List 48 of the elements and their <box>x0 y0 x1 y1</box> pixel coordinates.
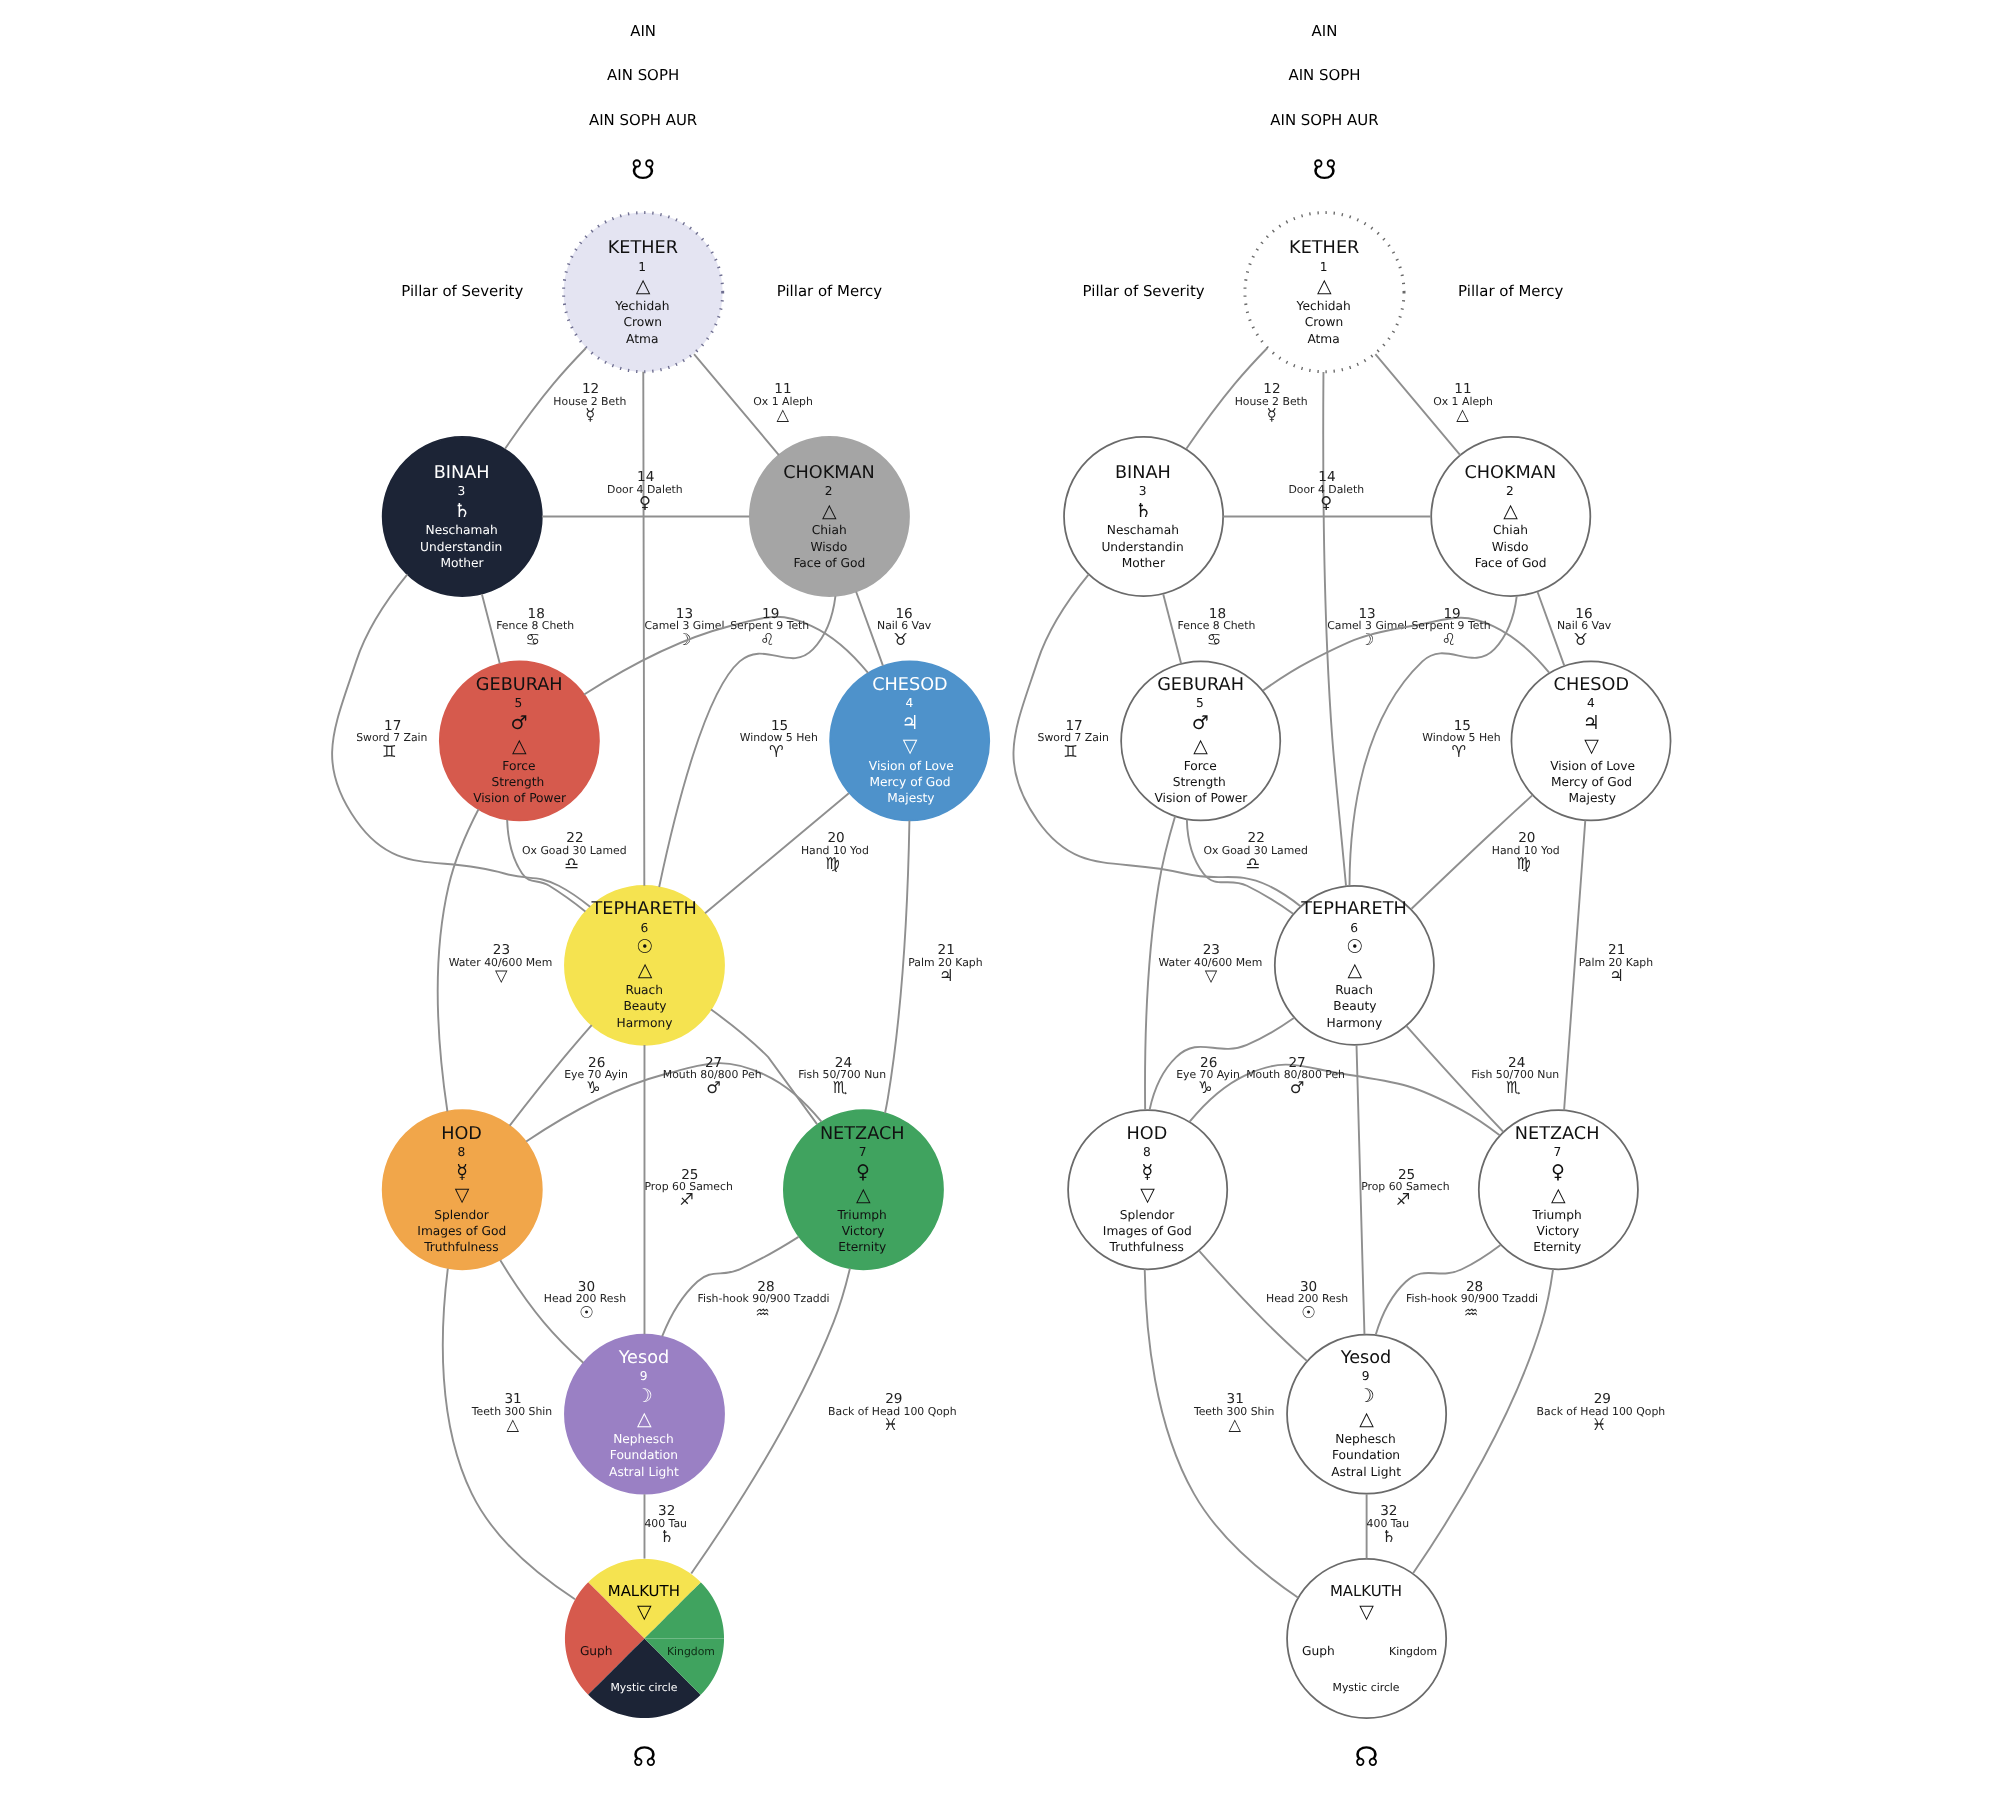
connector <box>1347 595 1517 887</box>
connector <box>1197 1250 1308 1363</box>
connector <box>505 818 586 913</box>
connector <box>1184 818 1294 915</box>
connector <box>1147 1016 1295 1111</box>
connector <box>1411 1268 1553 1575</box>
connector <box>435 808 479 1113</box>
connector <box>503 347 586 450</box>
connector <box>703 792 849 915</box>
connector <box>1562 819 1586 1112</box>
connector <box>1184 347 1268 450</box>
connector <box>689 1267 850 1575</box>
label: ☋ <box>1311 154 1336 187</box>
label: ☊ <box>631 1741 656 1774</box>
connector <box>883 819 910 1115</box>
connector <box>539 515 750 518</box>
connector <box>660 1235 799 1338</box>
connector <box>854 590 883 667</box>
connector <box>709 1008 818 1126</box>
connector <box>1221 515 1431 518</box>
connector <box>440 1267 575 1601</box>
connector <box>1404 1024 1504 1133</box>
connector <box>1142 1268 1299 1599</box>
connector <box>1161 593 1182 665</box>
connector <box>1354 1043 1365 1336</box>
connector <box>524 1062 822 1143</box>
label: ☊ <box>1353 1741 1378 1774</box>
connector <box>498 1259 584 1364</box>
connector <box>1261 616 1550 692</box>
connector <box>479 593 500 665</box>
connector <box>692 353 779 456</box>
connector <box>1535 590 1565 667</box>
connector <box>1364 1493 1367 1560</box>
connector <box>507 1024 592 1127</box>
connector <box>1409 794 1533 910</box>
connector <box>641 370 645 887</box>
connector <box>1011 573 1301 908</box>
label: ☋ <box>630 154 655 187</box>
connector <box>1187 1063 1500 1137</box>
connector <box>1143 815 1176 1112</box>
connector <box>642 1043 645 1336</box>
connector <box>1321 371 1346 887</box>
connector <box>1373 1244 1501 1336</box>
connector <box>657 595 836 888</box>
connector <box>1373 353 1461 456</box>
connector <box>582 615 868 696</box>
connector <box>642 1493 645 1560</box>
connector <box>330 573 590 908</box>
